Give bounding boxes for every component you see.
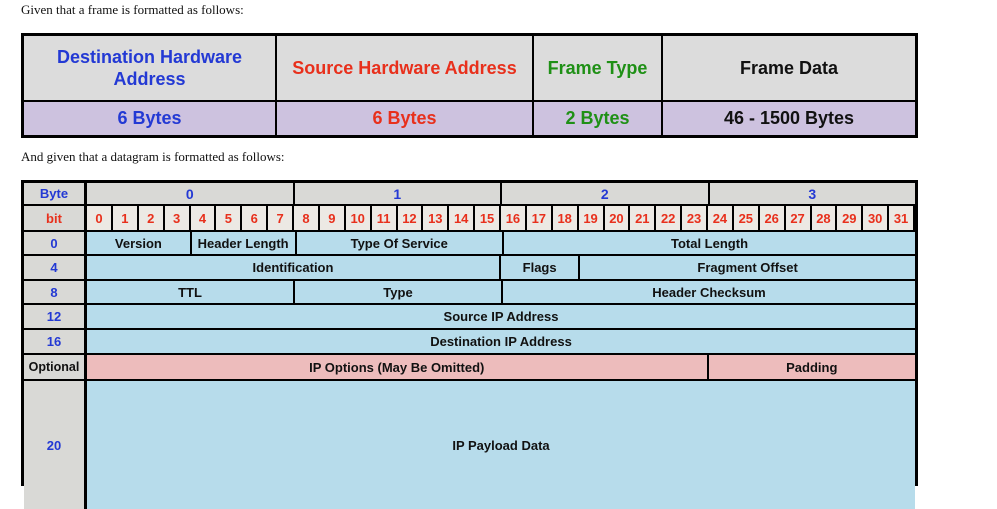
datagram-field-type: Type <box>295 281 503 303</box>
datagram-field-source-ip-address: Source IP Address <box>87 305 915 328</box>
datagram-field-identification: Identification <box>87 256 501 279</box>
datagram-bit-8: 8 <box>294 206 320 230</box>
datagram-bit-24: 24 <box>708 206 734 230</box>
datagram-bit-20: 20 <box>604 206 631 230</box>
datagram-bit-6: 6 <box>242 206 269 230</box>
datagram-field-container: IP Options (May Be Omitted)Padding <box>87 355 915 379</box>
datagram-field-ip-options-may-be-omitted: IP Options (May Be Omitted) <box>87 355 709 379</box>
datagram-offset-label-4: 4 <box>24 256 87 279</box>
datagram-bit-18: 18 <box>552 206 579 230</box>
datagram-bit-header-label: bit <box>24 206 87 230</box>
datagram-offset-label-0: 0 <box>24 232 87 254</box>
datagram-field-header-checksum: Header Checksum <box>503 281 915 303</box>
datagram-field-container: Source IP Address <box>87 305 915 328</box>
datagram-field-type-of-service: Type Of Service <box>296 232 504 254</box>
datagram-byte-group-1: 1 <box>294 183 502 204</box>
datagram-bit-21: 21 <box>630 206 657 230</box>
datagram-offset-label-optional: Optional <box>24 355 87 379</box>
datagram-field-version: Version <box>87 232 192 254</box>
datagram-bit-10: 10 <box>345 206 372 230</box>
datagram-bit-7: 7 <box>268 206 294 230</box>
datagram-bit-19: 19 <box>578 206 605 230</box>
datagram-bit-25: 25 <box>733 206 760 230</box>
datagram-byte-group-2: 2 <box>502 183 710 204</box>
datagram-field-ttl: TTL <box>87 281 295 303</box>
datagram-field-destination-ip-address: Destination IP Address <box>87 330 915 353</box>
datagram-bit-26: 26 <box>759 206 786 230</box>
datagram-bit-15: 15 <box>475 206 501 230</box>
datagram-bit-11: 11 <box>371 206 398 230</box>
datagram-field-container: IP Payload Data <box>87 381 915 509</box>
datagram-intro-text: And given that a datagram is formatted a… <box>21 149 285 164</box>
datagram-offset-label-16: 16 <box>24 330 87 353</box>
datagram-bit-22: 22 <box>656 206 683 230</box>
datagram-field-container: Destination IP Address <box>87 330 915 353</box>
datagram-bit-28: 28 <box>811 206 838 230</box>
datagram-field-header-length: Header Length <box>191 232 297 254</box>
frame-field-source-hardware-address: Source Hardware Address <box>277 36 534 102</box>
datagram-bit-12: 12 <box>397 206 424 230</box>
datagram-bit-23: 23 <box>682 206 708 230</box>
datagram-field-flags: Flags <box>501 256 581 279</box>
datagram-bit-4: 4 <box>190 206 217 230</box>
datagram-byte-header-label: Byte <box>24 183 87 204</box>
datagram-bit-5: 5 <box>216 206 243 230</box>
datagram-field-fragment-offset: Fragment Offset <box>580 256 915 279</box>
datagram-bit-3: 3 <box>164 206 191 230</box>
datagram-bit-31: 31 <box>889 206 915 230</box>
frame-size-destination-hardware-address: 6 Bytes <box>24 102 277 135</box>
datagram-bit-1: 1 <box>112 206 139 230</box>
frame-field-frame-type: Frame Type <box>534 36 663 102</box>
frame-intro-text: Given that a frame is formatted as follo… <box>21 2 244 17</box>
datagram-field-total-length: Total Length <box>504 232 915 254</box>
datagram-bit-17: 17 <box>526 206 553 230</box>
frame-size-source-hardware-address: 6 Bytes <box>277 102 534 135</box>
datagram-offset-label-8: 8 <box>24 281 87 303</box>
datagram-bit-27: 27 <box>785 206 812 230</box>
frame-field-destination-hardware-address: Destination Hardware Address <box>24 36 277 102</box>
datagram-byte-group-3: 3 <box>709 183 915 204</box>
datagram-offset-label-12: 12 <box>24 305 87 328</box>
frame-field-name-row: Destination Hardware Address Source Hard… <box>24 36 915 102</box>
frame-size-frame-type: 2 Bytes <box>534 102 663 135</box>
frame-field-size-row: 6 Bytes 6 Bytes 2 Bytes 46 - 1500 Bytes <box>24 102 915 135</box>
datagram-field-padding: Padding <box>708 355 915 379</box>
datagram-bit-9: 9 <box>319 206 346 230</box>
datagram-bit-13: 13 <box>423 206 450 230</box>
ethernet-frame-diagram: Destination Hardware Address Source Hard… <box>21 33 918 138</box>
frame-size-frame-data: 46 - 1500 Bytes <box>663 102 915 135</box>
datagram-bit-16: 16 <box>501 206 527 230</box>
datagram-bit-30: 30 <box>863 206 890 230</box>
datagram-bit-29: 29 <box>837 206 864 230</box>
datagram-byte-group-0: 0 <box>87 183 295 204</box>
datagram-bit-14: 14 <box>449 206 476 230</box>
datagram-bit-2: 2 <box>138 206 165 230</box>
frame-field-frame-data: Frame Data <box>663 36 915 102</box>
datagram-bit-0: 0 <box>87 206 113 230</box>
datagram-offset-label-20: 20 <box>24 381 87 509</box>
datagram-field-ip-payload-data: IP Payload Data <box>87 381 915 509</box>
